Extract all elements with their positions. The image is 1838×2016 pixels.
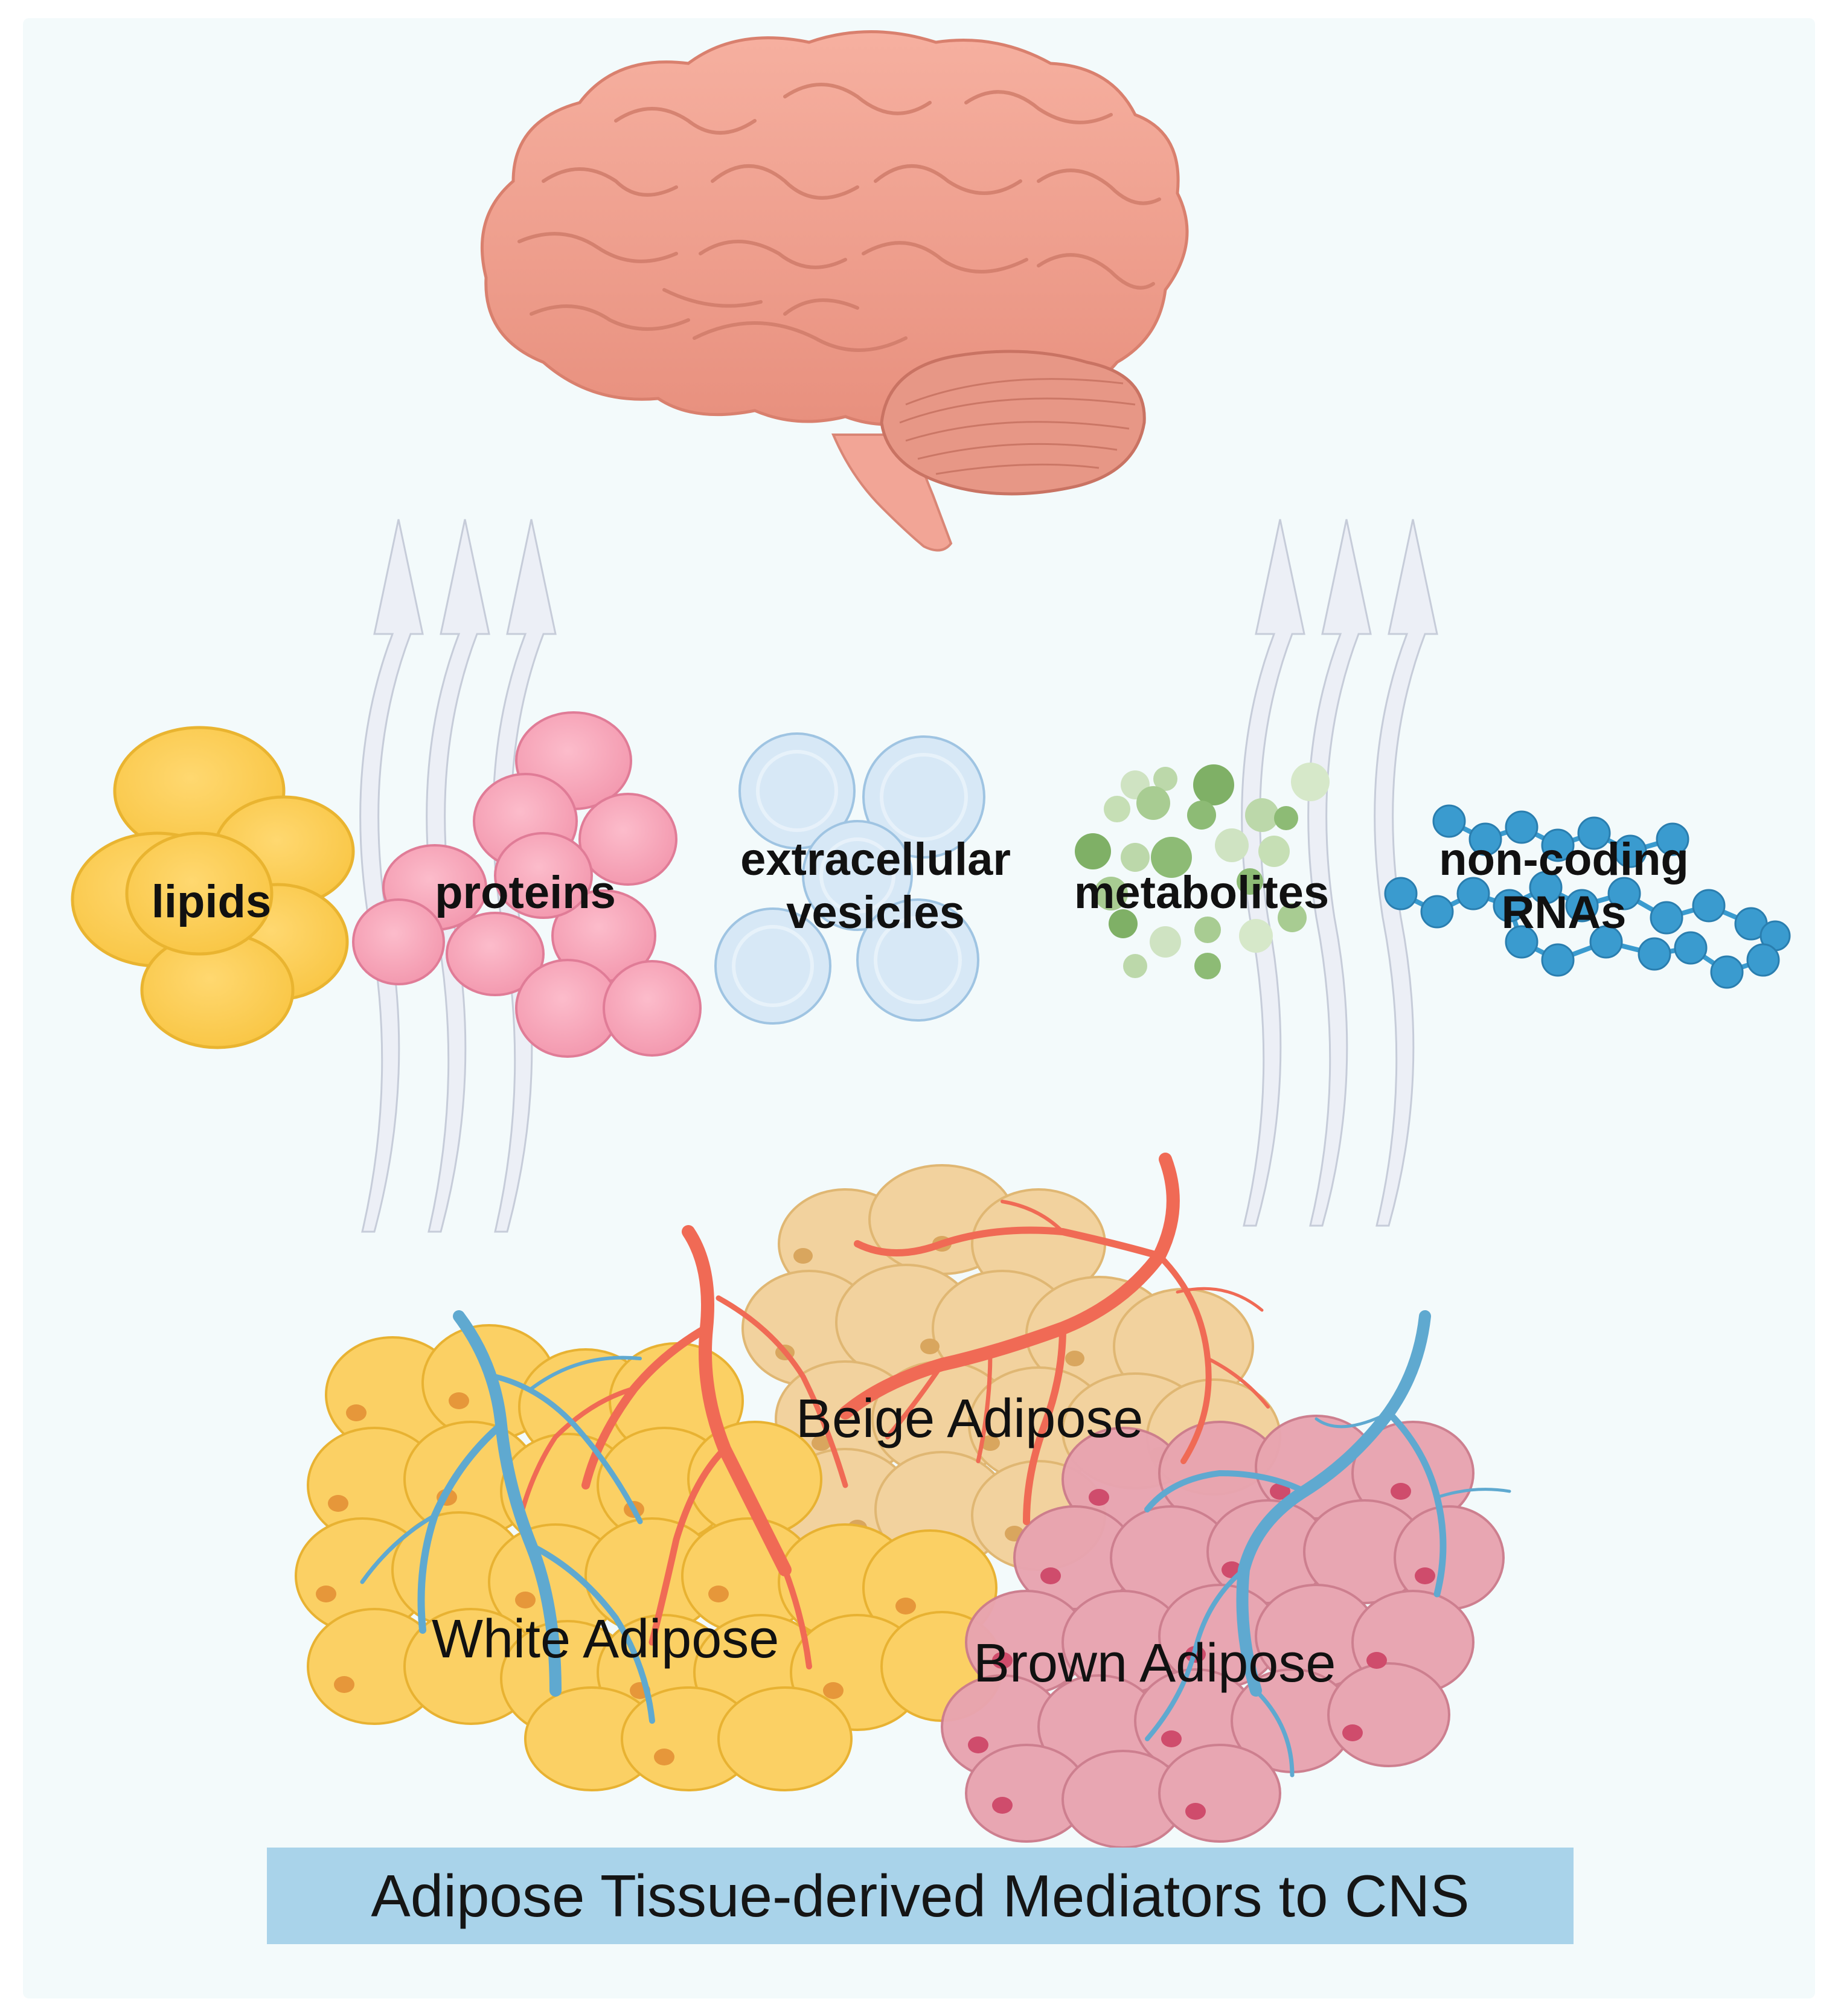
arteries (517, 1153, 1270, 1669)
label-non-coding-rnas: non-coding RNAs (1401, 833, 1727, 939)
brown-adipose-nuclei (968, 1483, 1435, 1820)
vesicles-icon (714, 732, 985, 1025)
label-beige-adipose: Beige Adipose (796, 1389, 1144, 1449)
metabolites-icon (1075, 763, 1330, 979)
label-lipids: lipids (151, 876, 272, 927)
caption-text: Adipose Tissue-derived Mediators to CNS (371, 1862, 1470, 1929)
brainstem (831, 434, 953, 552)
brown-adipose-tissue (941, 1415, 1505, 1849)
label-ncrna-line2: RNAs (1501, 887, 1627, 938)
label-ncrna-line1: non-coding (1439, 834, 1689, 885)
veins (360, 1310, 1511, 1778)
lipids-icon (71, 726, 355, 1049)
flow-arrow-5 (1307, 519, 1372, 1227)
rna-icon (1384, 804, 1791, 989)
label-metabolites: metabolites (1074, 867, 1330, 918)
brain-icon (480, 30, 1189, 552)
caption-box: Adipose Tissue-derived Mediators to CNS (267, 1848, 1574, 1944)
flow-arrow-2 (426, 519, 490, 1233)
flow-arrow-6 (1374, 519, 1438, 1227)
label-white-adipose: White Adipose (432, 1609, 780, 1669)
label-proteins: proteins (435, 867, 616, 918)
label-ev-line2: vesicles (786, 887, 965, 938)
label-ev-line1: extracellular (740, 834, 1011, 885)
proteins-icon (352, 711, 702, 1058)
label-brown-adipose: Brown Adipose (973, 1633, 1336, 1694)
cerebrum (480, 30, 1189, 426)
label-extracellular-vesicles: extracellular vesicles (700, 833, 1051, 939)
flow-arrow-1 (359, 519, 424, 1233)
